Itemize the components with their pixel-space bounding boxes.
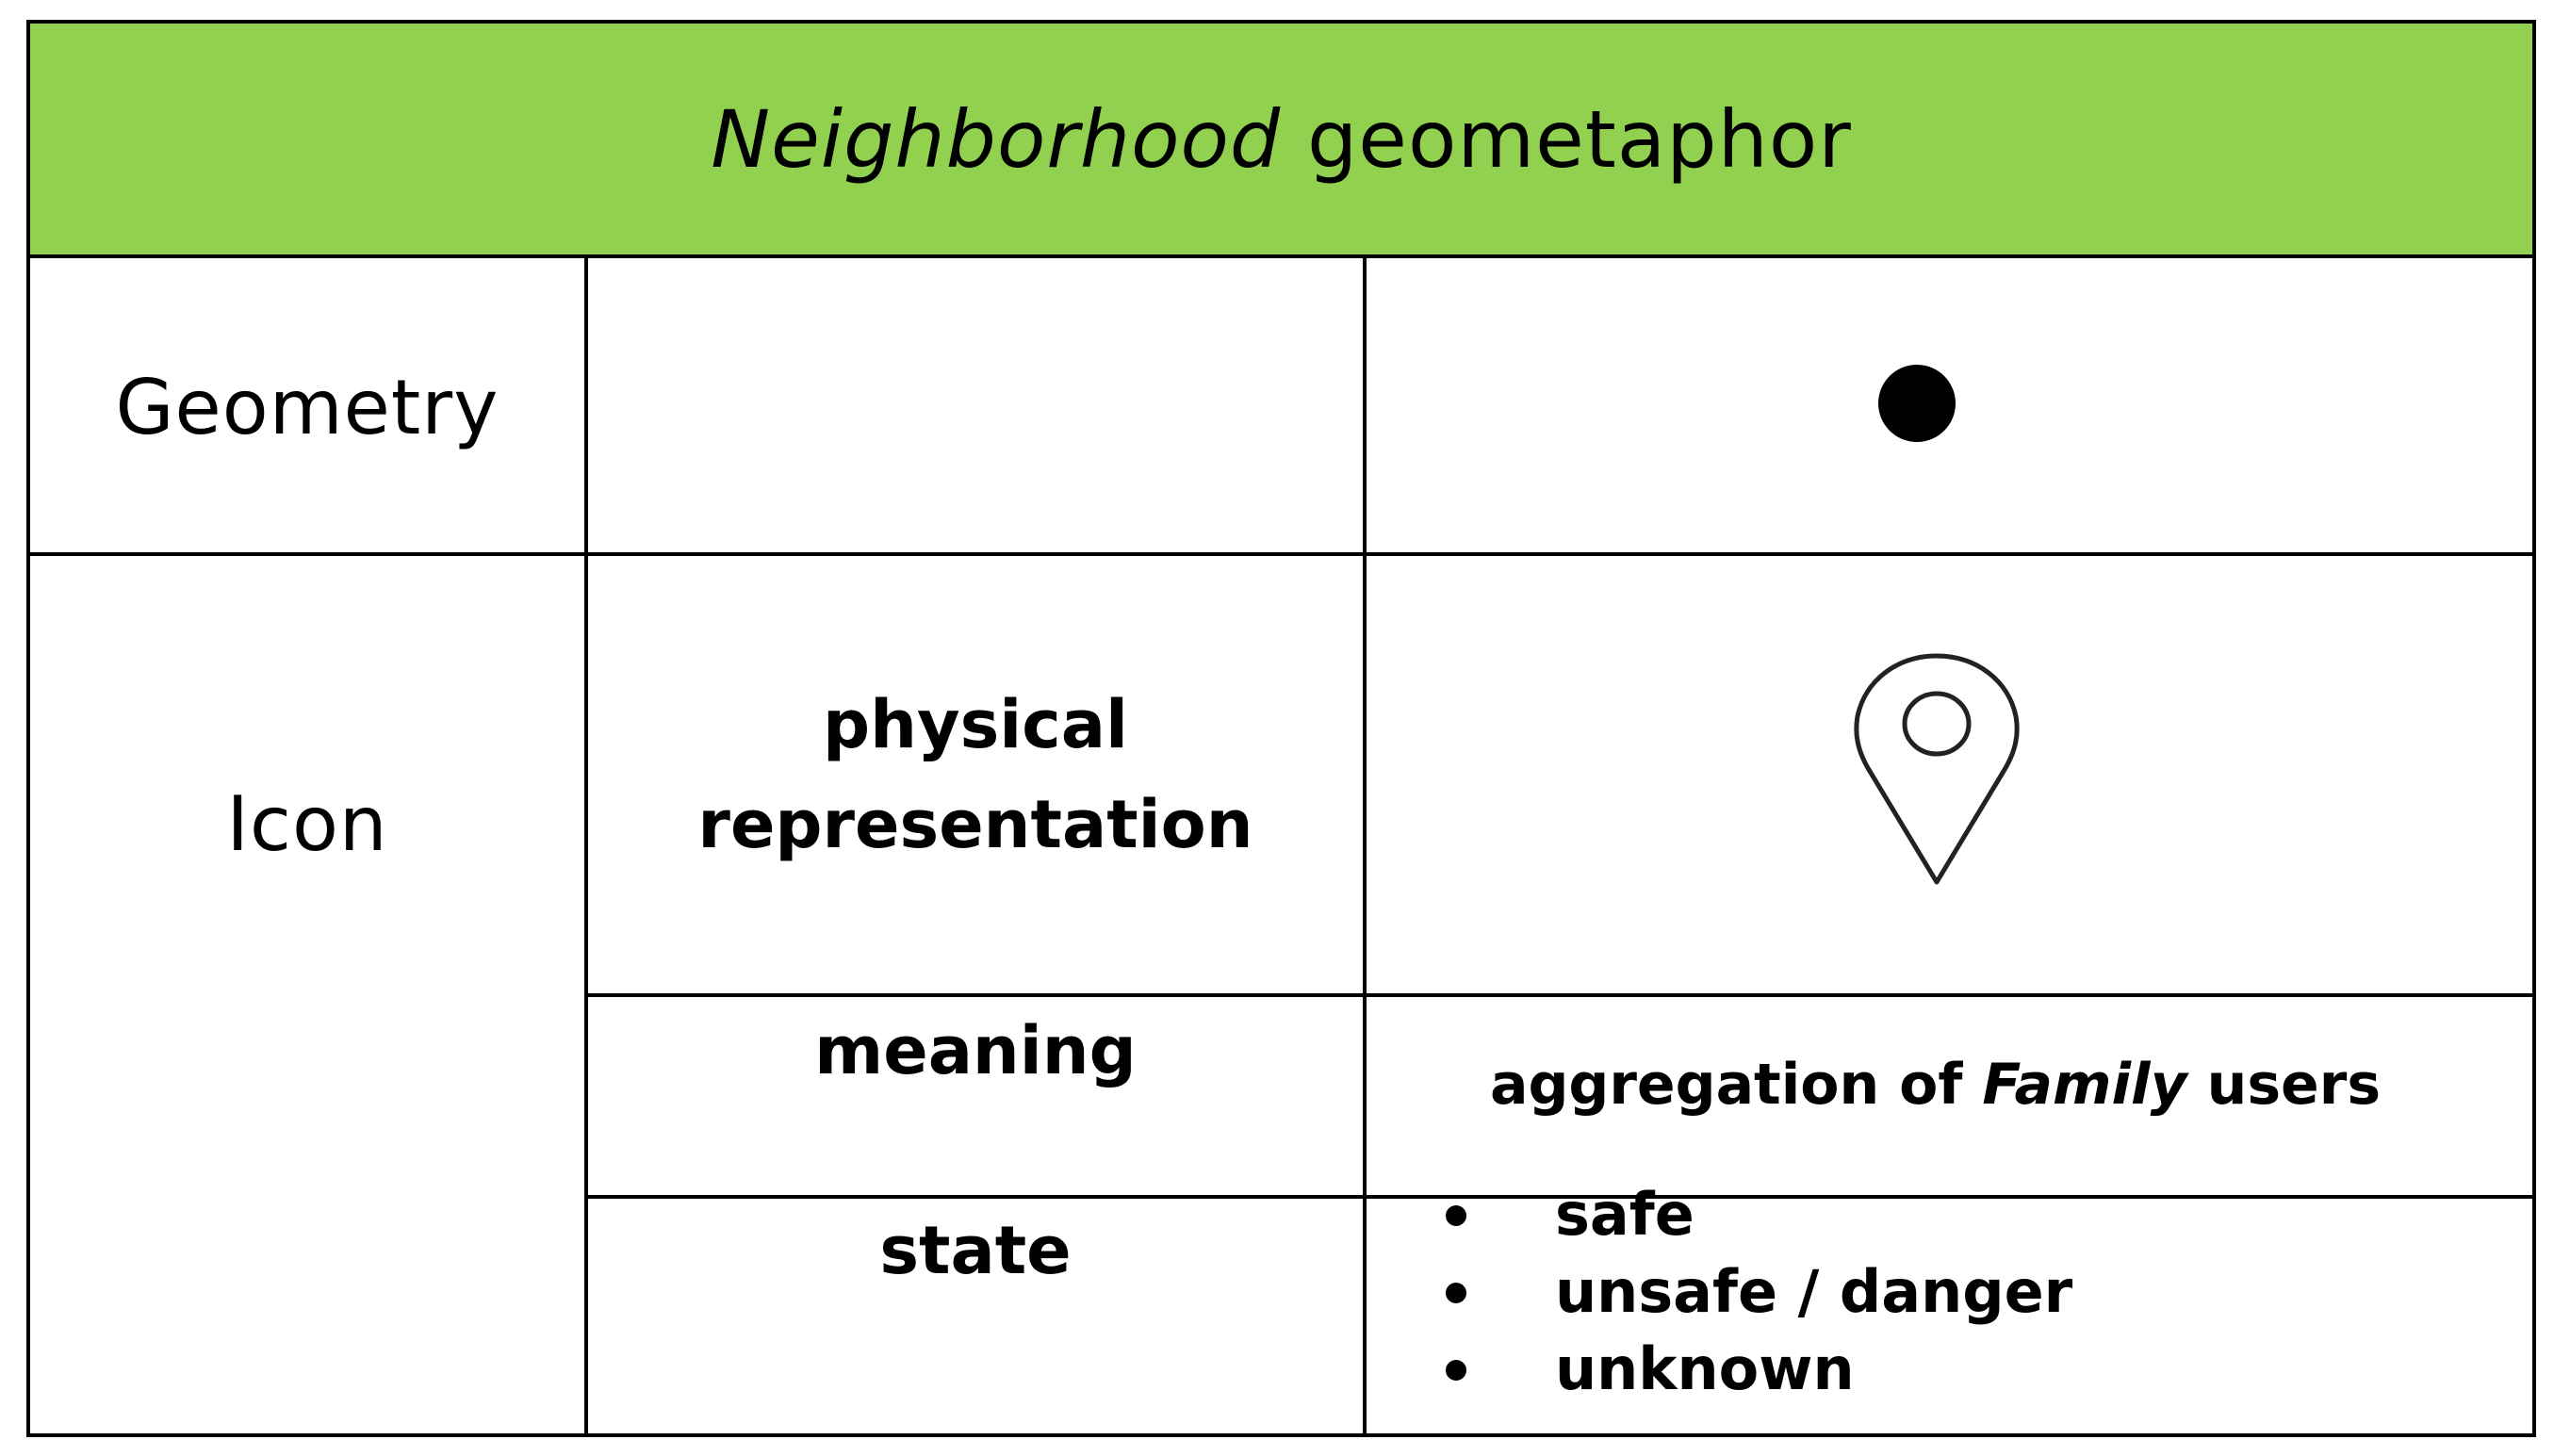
list-item: unsafe / danger (1433, 1253, 2072, 1331)
title-italic: Neighborhood (711, 92, 1282, 186)
state-item-text: safe (1555, 1180, 1694, 1249)
state-list: safe unsafe / danger unknown (1433, 1176, 2072, 1408)
geometry-empty-cell (588, 262, 1363, 552)
column-divider-1 (584, 258, 588, 1437)
meaning-value-cell: aggregation of Family users (1367, 997, 2532, 1195)
icon-label-cell: Icon (30, 556, 584, 1437)
meaning-value-italic: Family (1982, 1052, 2187, 1118)
geometry-label: Geometry (115, 363, 499, 451)
list-item: unknown (1433, 1331, 2072, 1408)
list-item: safe (1433, 1176, 2072, 1253)
physical-label-line2: representation (697, 786, 1253, 863)
table-title: Neighborhood geometaphor (711, 93, 1852, 186)
physical-representation-label-cell: physical representation (588, 556, 1363, 993)
state-label-cell: state (588, 1199, 1363, 1437)
geometaphor-table: Neighborhood geometaphor Geometry Icon p… (26, 20, 2536, 1437)
bullet-icon (1446, 1283, 1466, 1303)
physical-representation-symbol-cell (1367, 556, 2532, 993)
physical-label-line1: physical (823, 686, 1128, 763)
icon-label: Icon (226, 780, 388, 868)
meaning-value-after: users (2186, 1052, 2382, 1118)
meaning-value-before: aggregation of (1489, 1052, 1983, 1118)
column-divider-2 (1363, 258, 1367, 1437)
meaning-label: meaning (814, 1012, 1137, 1089)
map-pin-icon (1853, 653, 2020, 885)
state-label: state (879, 1212, 1072, 1289)
row-divider-physical (584, 993, 2532, 997)
bullet-icon (1446, 1360, 1466, 1381)
row-divider-meaning (584, 1195, 2532, 1199)
meaning-label-cell: meaning (588, 997, 1363, 1195)
geometry-label-cell: Geometry (30, 262, 584, 552)
bullet-icon (1446, 1205, 1466, 1226)
geometry-symbol-cell (1367, 262, 2532, 552)
filled-circle-icon (1877, 365, 1956, 442)
table-header: Neighborhood geometaphor (30, 24, 2532, 258)
meaning-value: aggregation of Family users (1490, 1052, 2381, 1118)
state-item-text: unknown (1555, 1334, 1855, 1403)
row-divider-geometry (30, 552, 2532, 556)
state-item-text: unsafe / danger (1555, 1257, 2073, 1326)
title-rest: geometaphor (1281, 92, 1852, 186)
